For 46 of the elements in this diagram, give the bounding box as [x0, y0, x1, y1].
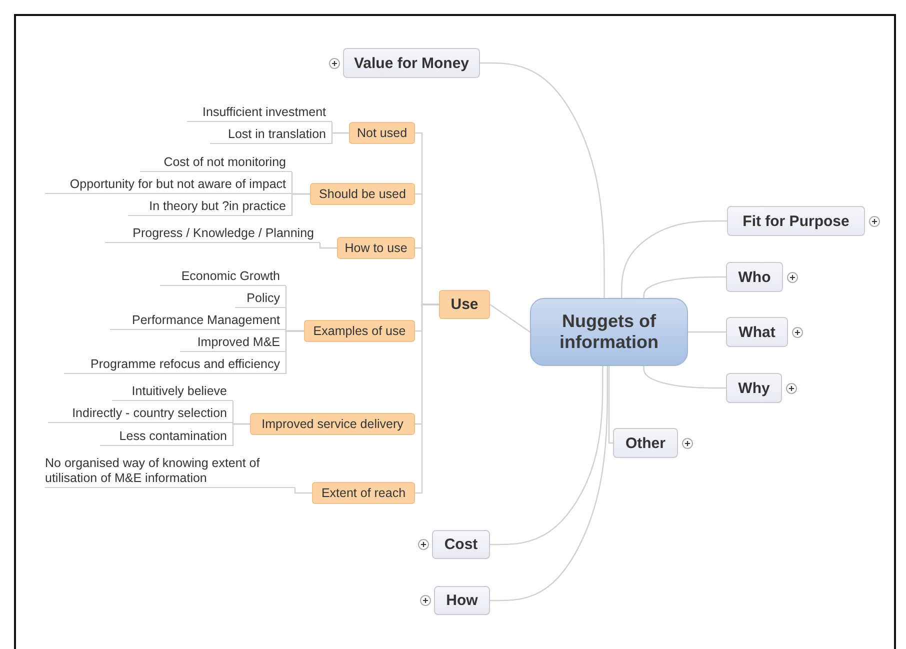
- subtopic-box: Extent of reach: [312, 482, 415, 504]
- topic-box: Why: [726, 373, 782, 403]
- connector-line: [490, 366, 604, 546]
- item-text: Policy: [235, 288, 286, 308]
- item-text: Economic Growth: [160, 266, 286, 286]
- topic-box: Value for Money: [343, 48, 480, 78]
- central-topic: Nuggets of information: [530, 298, 688, 366]
- topic-box: What: [726, 317, 788, 347]
- connector-line: [490, 366, 608, 602]
- item-text: Performance Management: [110, 310, 286, 330]
- item-text: In theory but ?in practice: [128, 196, 292, 216]
- topic-box: Other: [613, 428, 678, 458]
- subtopic-box: Not used: [349, 122, 415, 144]
- item-text: Less contamination: [100, 426, 233, 446]
- subtopic-box: Examples of use: [304, 320, 415, 342]
- item-text: Programme refocus and efficiency: [64, 354, 286, 374]
- topic-box: Cost: [432, 530, 490, 559]
- item-text: Improved M&E: [180, 332, 286, 352]
- connector-line: [232, 423, 250, 446]
- item-text: No organised way of knowing extent of utilisation of M&E information: [45, 455, 295, 488]
- topic-box: Who: [726, 262, 783, 292]
- topic-box: How: [434, 586, 490, 615]
- connector-line: [621, 220, 727, 298]
- connector-line: [331, 132, 349, 144]
- connector-line: [291, 193, 310, 216]
- item-text: Opportunity for but not aware of impact: [45, 174, 292, 194]
- subtopic-box: Should be used: [310, 183, 415, 205]
- connector-line: [480, 62, 605, 298]
- item-text: Progress / Knowledge / Planning: [105, 223, 320, 243]
- connector-line: [319, 243, 337, 249]
- connector-line: [490, 304, 530, 332]
- connector-line: [608, 366, 613, 444]
- connector-line: [643, 366, 726, 389]
- subtopic-box: Use: [439, 290, 490, 319]
- connector-line: [688, 331, 726, 333]
- topic-box: Fit for Purpose: [727, 206, 865, 236]
- item-text: Insufficient investment: [187, 102, 332, 122]
- item-text: Intuitively believe: [112, 381, 233, 401]
- connector-line: [643, 276, 726, 298]
- subtopic-box: How to use: [337, 237, 415, 259]
- item-text: Lost in translation: [210, 124, 332, 144]
- connector-line: [294, 488, 312, 494]
- connector-line: [285, 330, 304, 374]
- item-text: Indirectly - country selection: [48, 403, 233, 423]
- subtopic-box: Improved service delivery: [250, 413, 415, 435]
- item-text: Cost of not monitoring: [140, 152, 292, 172]
